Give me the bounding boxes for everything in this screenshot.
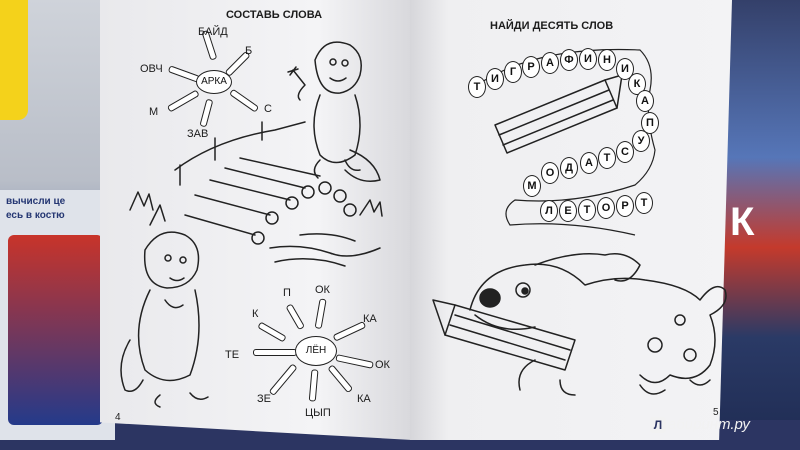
ray xyxy=(253,349,297,356)
chain-letter: П xyxy=(641,112,659,134)
word-hub-arka: АРКА xyxy=(196,70,232,94)
word-part: М xyxy=(149,106,159,118)
word-part: КА xyxy=(357,393,371,405)
pencil-illustration-top xyxy=(494,74,623,154)
word-hub-lyon: ЛЁН xyxy=(295,336,337,366)
left-page-number: 4 xyxy=(115,412,121,423)
yellow-object xyxy=(0,0,28,120)
chain-letter: Т xyxy=(468,76,486,98)
word-part: БАЙД xyxy=(198,26,228,38)
word-part: ОВЧ xyxy=(140,63,163,75)
word-part: ОК xyxy=(375,359,390,371)
left-book-cover: вычисли це есь в костю xyxy=(0,190,115,440)
word-part: С xyxy=(264,103,272,115)
watermark-text: абиринт.ру xyxy=(668,416,750,433)
right-page-title: НАЙДИ ДЕСЯТЬ СЛОВ xyxy=(490,20,614,32)
chain-letter: Ф xyxy=(560,49,578,71)
watermark-logo-icon: Л xyxy=(650,417,666,433)
word-part: ТЕ xyxy=(225,349,240,361)
word-part: Б xyxy=(245,45,253,57)
chain-letter: О xyxy=(541,162,559,184)
chain-letter: И xyxy=(579,48,597,70)
dog-illustration xyxy=(469,253,727,396)
word-part: ЗЕ xyxy=(257,393,271,405)
chain-letter: Л xyxy=(540,200,558,222)
beaver-illustration-top xyxy=(287,41,381,182)
word-part: К xyxy=(252,308,259,320)
beaver-illustration-bottom xyxy=(120,231,209,408)
chain-letter: А xyxy=(636,90,654,112)
chain-letter: Т xyxy=(635,192,653,214)
word-part: КА xyxy=(363,313,377,325)
cover-hero-illustration xyxy=(8,235,103,425)
chain-letter: И xyxy=(486,68,504,90)
chain-letter: У xyxy=(632,130,650,152)
pencil-illustration-dog xyxy=(432,299,576,371)
chain-letter: Т xyxy=(578,199,596,221)
chain-letter: Д xyxy=(560,157,578,179)
chain-letter: Г xyxy=(504,61,522,83)
chain-letter: А xyxy=(541,52,559,74)
right-page-number: 5 xyxy=(713,407,719,418)
word-part: ОК xyxy=(315,284,330,296)
chain-letter: И xyxy=(616,58,634,80)
chain-letter: Р xyxy=(616,195,634,217)
chain-letter: Е xyxy=(559,200,577,222)
cover-letter: К xyxy=(730,200,755,244)
chain-letter: А xyxy=(580,152,598,174)
word-part: ЦЫП xyxy=(305,407,331,419)
chain-letter: Н xyxy=(598,49,616,71)
chain-letter: О xyxy=(597,197,615,219)
chain-letter: М xyxy=(523,175,541,197)
chain-letter: Р xyxy=(522,56,540,78)
chain-letter: Т xyxy=(598,147,616,169)
left-page-title: СОСТАВЬ СЛОВА xyxy=(226,9,323,21)
cover-text-line-1: вычисли це xyxy=(6,196,66,207)
word-part: ЗАВ xyxy=(187,128,209,140)
bridge-illustration xyxy=(129,121,383,267)
chain-letter: С xyxy=(616,141,634,163)
word-part: П xyxy=(283,287,291,299)
cover-text-line-2: есь в костю xyxy=(6,210,65,221)
